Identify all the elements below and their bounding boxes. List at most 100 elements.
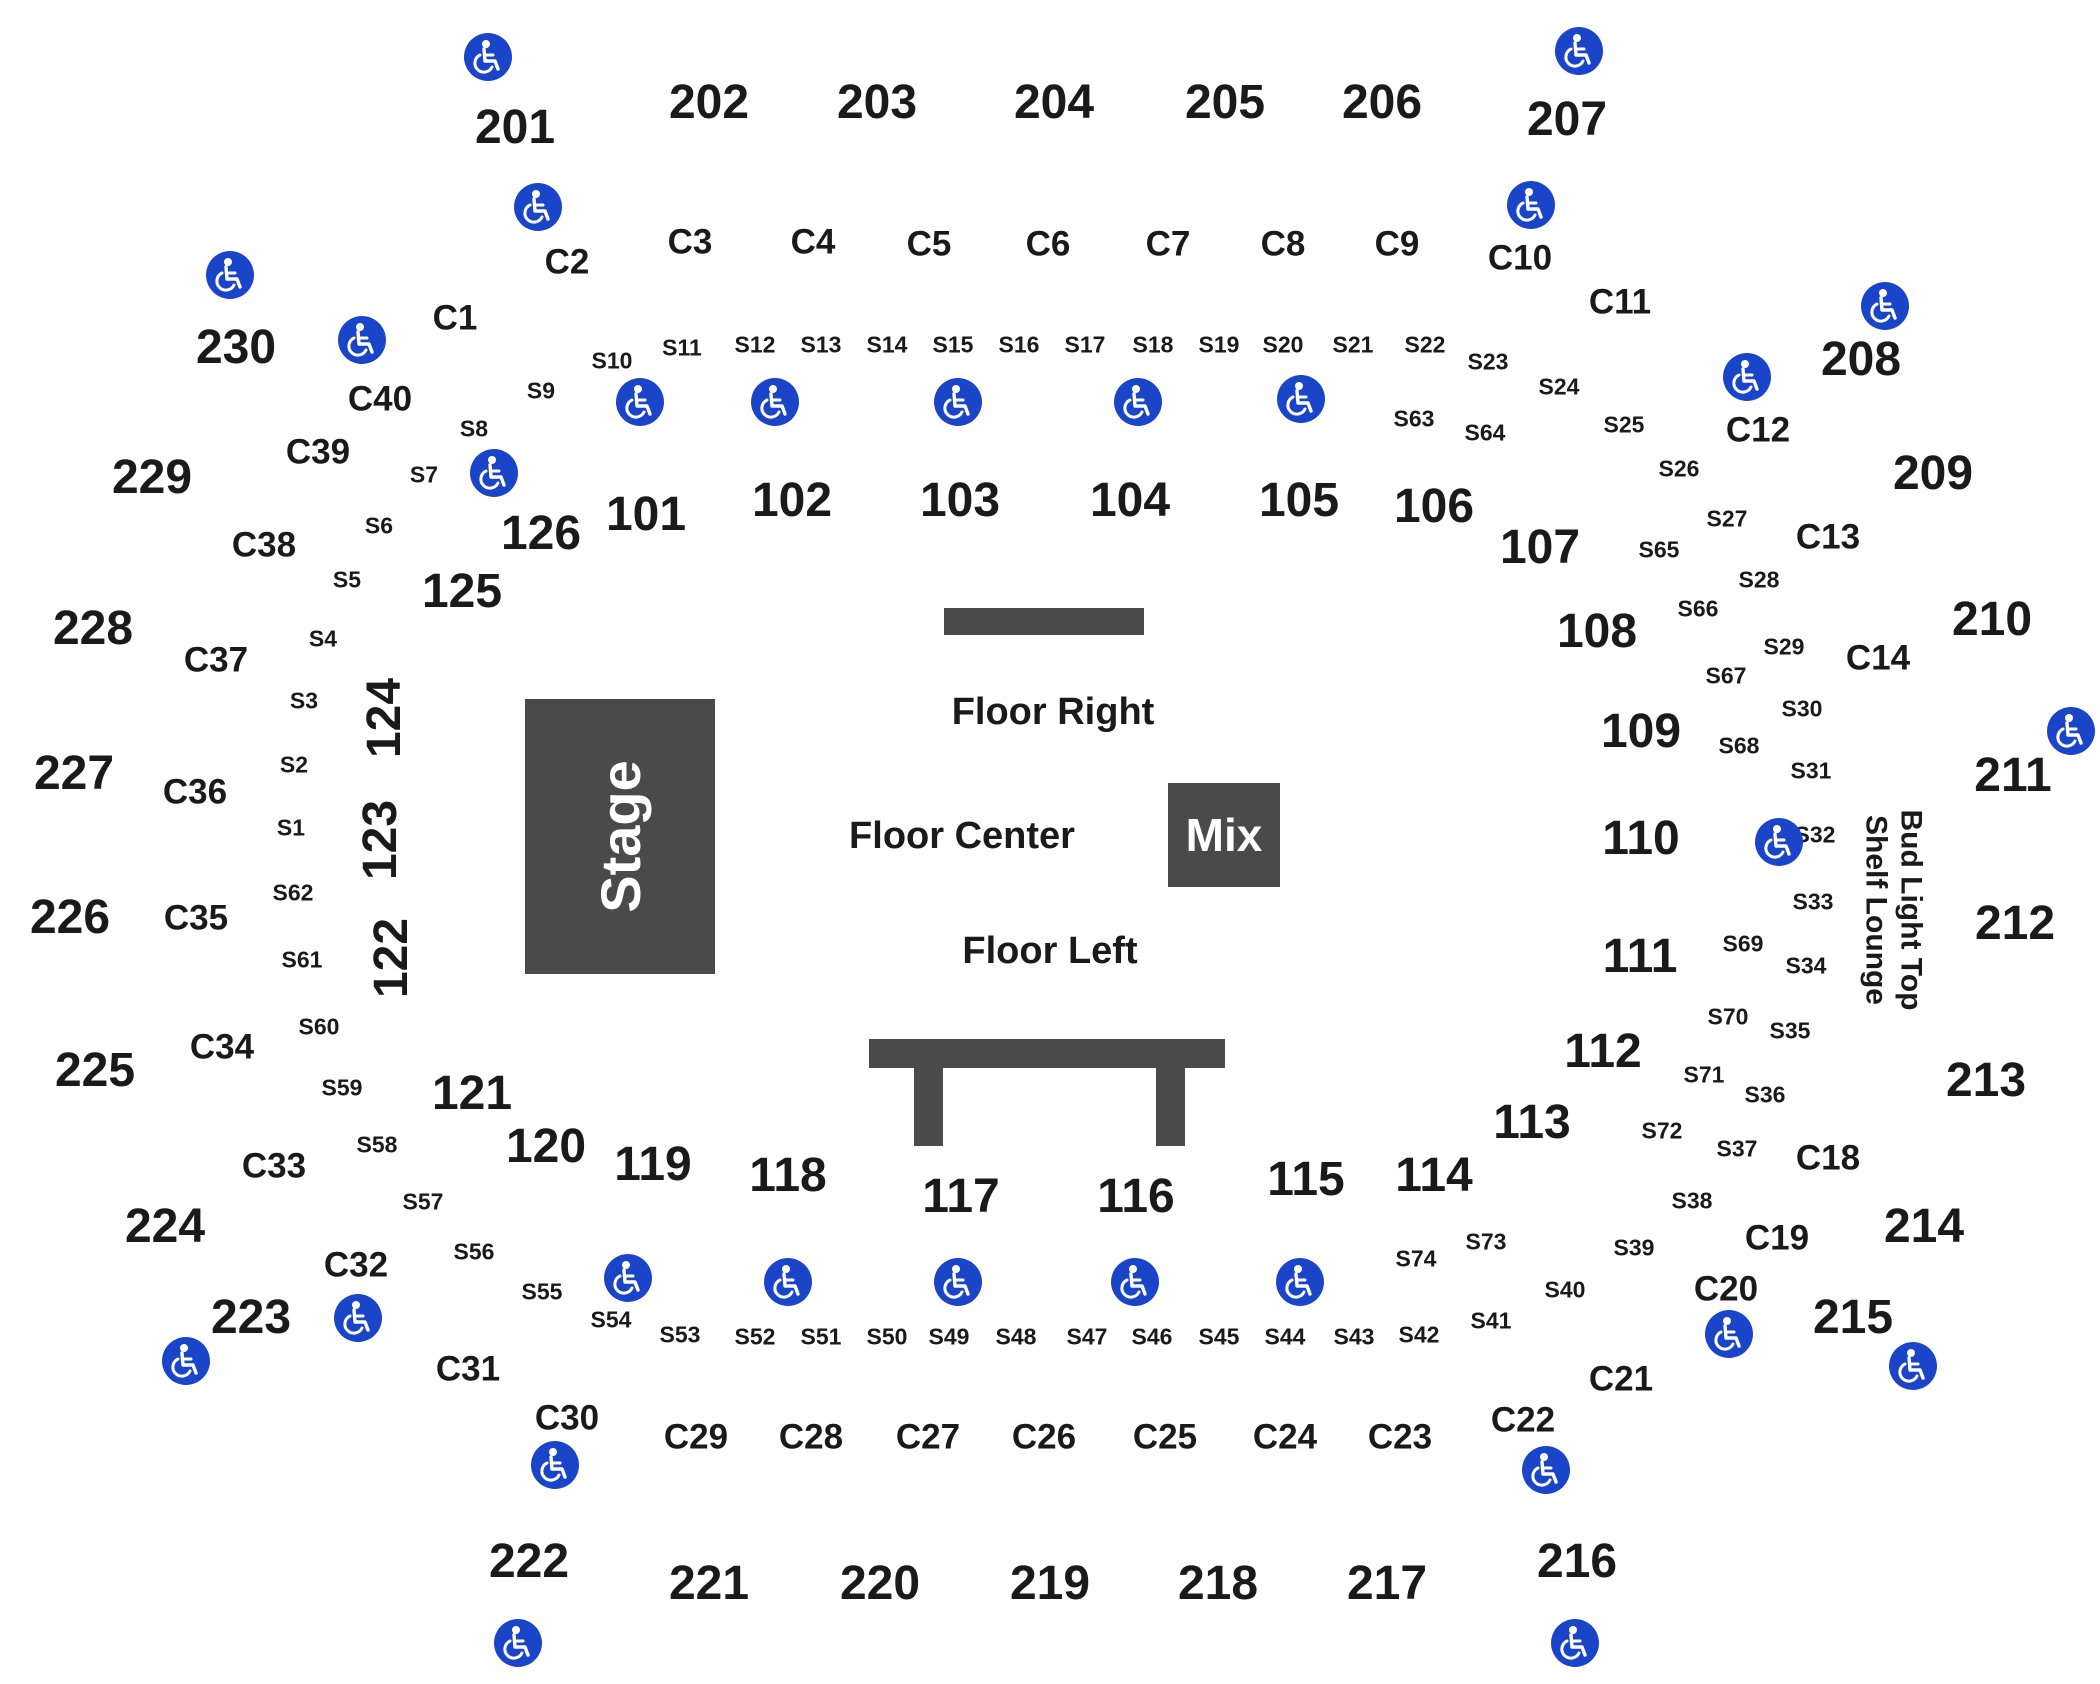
floor-left-label[interactable]: Floor Left bbox=[962, 930, 1138, 972]
suite-s40[interactable]: S40 bbox=[1544, 1276, 1586, 1303]
section-124[interactable]: 124 bbox=[358, 677, 411, 759]
suite-s25[interactable]: S25 bbox=[1603, 411, 1645, 438]
suite-s59[interactable]: S59 bbox=[321, 1074, 363, 1101]
section-115[interactable]: 115 bbox=[1267, 1153, 1345, 1206]
club-section-c21[interactable]: C21 bbox=[1588, 1359, 1654, 1399]
suite-s21[interactable]: S21 bbox=[1332, 331, 1374, 358]
suite-s74[interactable]: S74 bbox=[1395, 1245, 1437, 1272]
club-section-c34[interactable]: C34 bbox=[189, 1027, 255, 1067]
section-109[interactable]: 109 bbox=[1600, 705, 1682, 758]
club-section-c18[interactable]: C18 bbox=[1795, 1138, 1861, 1178]
floor-center-label[interactable]: Floor Center bbox=[849, 815, 1075, 857]
club-section-c25[interactable]: C25 bbox=[1132, 1417, 1198, 1457]
section-103[interactable]: 103 bbox=[919, 474, 1001, 527]
suite-s71[interactable]: S71 bbox=[1683, 1061, 1725, 1088]
club-section-c22[interactable]: C22 bbox=[1490, 1400, 1556, 1440]
suite-s58[interactable]: S58 bbox=[356, 1131, 398, 1158]
club-section-c39[interactable]: C39 bbox=[285, 432, 351, 472]
section-123[interactable]: 123 bbox=[354, 799, 407, 881]
section-111[interactable]: 111 bbox=[1602, 930, 1678, 983]
suite-s60[interactable]: S60 bbox=[298, 1013, 340, 1040]
suite-s55[interactable]: S55 bbox=[521, 1278, 563, 1305]
stage[interactable]: Stage bbox=[525, 699, 715, 974]
section-114[interactable]: 114 bbox=[1395, 1149, 1473, 1202]
suite-s46[interactable]: S46 bbox=[1131, 1323, 1173, 1350]
suite-s24[interactable]: S24 bbox=[1538, 373, 1580, 400]
club-section-c11[interactable]: C11 bbox=[1588, 282, 1652, 322]
suite-s57[interactable]: S57 bbox=[402, 1188, 444, 1215]
club-section-c7[interactable]: C7 bbox=[1145, 224, 1191, 264]
club-section-c20[interactable]: C20 bbox=[1693, 1269, 1759, 1309]
section-107[interactable]: 107 bbox=[1499, 521, 1581, 574]
suite-s50[interactable]: S50 bbox=[866, 1323, 908, 1350]
section-106[interactable]: 106 bbox=[1393, 480, 1475, 533]
club-section-c10[interactable]: C10 bbox=[1487, 238, 1553, 278]
section-209[interactable]: 209 bbox=[1892, 447, 1974, 500]
section-210[interactable]: 210 bbox=[1951, 593, 2033, 646]
suite-s53[interactable]: S53 bbox=[659, 1321, 701, 1348]
suite-s6[interactable]: S6 bbox=[364, 512, 394, 539]
club-section-c5[interactable]: C5 bbox=[906, 224, 952, 264]
suite-s54[interactable]: S54 bbox=[590, 1306, 632, 1333]
suite-s67[interactable]: S67 bbox=[1705, 662, 1747, 689]
suite-s1[interactable]: S1 bbox=[276, 814, 306, 841]
club-section-c9[interactable]: C9 bbox=[1374, 224, 1420, 264]
club-section-c32[interactable]: C32 bbox=[323, 1245, 389, 1285]
suite-s64[interactable]: S64 bbox=[1464, 419, 1506, 446]
section-222[interactable]: 222 bbox=[488, 1535, 570, 1588]
suite-s65[interactable]: S65 bbox=[1638, 536, 1680, 563]
suite-s17[interactable]: S17 bbox=[1064, 331, 1106, 358]
section-220[interactable]: 220 bbox=[839, 1557, 921, 1610]
suite-s31[interactable]: S31 bbox=[1790, 757, 1832, 784]
suite-s22[interactable]: S22 bbox=[1404, 331, 1446, 358]
section-102[interactable]: 102 bbox=[751, 474, 833, 527]
section-208[interactable]: 208 bbox=[1820, 333, 1902, 386]
club-section-c31[interactable]: C31 bbox=[435, 1349, 501, 1389]
suite-s39[interactable]: S39 bbox=[1613, 1234, 1655, 1261]
section-203[interactable]: 203 bbox=[836, 76, 918, 129]
suite-s10[interactable]: S10 bbox=[591, 347, 633, 374]
club-section-c19[interactable]: C19 bbox=[1744, 1218, 1810, 1258]
suite-s45[interactable]: S45 bbox=[1198, 1323, 1240, 1350]
suite-s34[interactable]: S34 bbox=[1785, 952, 1827, 979]
suite-s19[interactable]: S19 bbox=[1198, 331, 1240, 358]
section-221[interactable]: 221 bbox=[668, 1557, 750, 1610]
suite-s73[interactable]: S73 bbox=[1465, 1228, 1507, 1255]
section-204[interactable]: 204 bbox=[1013, 76, 1095, 129]
section-110[interactable]: 110 bbox=[1602, 812, 1680, 865]
suite-s47[interactable]: S47 bbox=[1066, 1323, 1108, 1350]
suite-s5[interactable]: S5 bbox=[332, 566, 362, 593]
section-116[interactable]: 116 bbox=[1097, 1170, 1175, 1223]
suite-s8[interactable]: S8 bbox=[459, 415, 489, 442]
suite-s56[interactable]: S56 bbox=[453, 1238, 495, 1265]
suite-s30[interactable]: S30 bbox=[1781, 695, 1823, 722]
club-section-c23[interactable]: C23 bbox=[1367, 1417, 1433, 1457]
section-214[interactable]: 214 bbox=[1883, 1200, 1965, 1253]
suite-s42[interactable]: S42 bbox=[1398, 1321, 1440, 1348]
club-section-c12[interactable]: C12 bbox=[1725, 410, 1791, 450]
suite-s44[interactable]: S44 bbox=[1264, 1323, 1306, 1350]
section-229[interactable]: 229 bbox=[111, 451, 193, 504]
section-207[interactable]: 207 bbox=[1526, 93, 1608, 146]
section-120[interactable]: 120 bbox=[505, 1120, 587, 1173]
section-126[interactable]: 126 bbox=[500, 507, 582, 560]
club-section-c40[interactable]: C40 bbox=[347, 379, 413, 419]
club-section-c36[interactable]: C36 bbox=[162, 772, 228, 812]
suite-s72[interactable]: S72 bbox=[1641, 1117, 1683, 1144]
section-117[interactable]: 117 bbox=[922, 1170, 1000, 1223]
suite-s9[interactable]: S9 bbox=[526, 377, 556, 404]
mix-position[interactable]: Mix bbox=[1168, 783, 1280, 887]
suite-s27[interactable]: S27 bbox=[1706, 505, 1748, 532]
suite-s51[interactable]: S51 bbox=[800, 1323, 842, 1350]
section-226[interactable]: 226 bbox=[29, 891, 111, 944]
club-section-c1[interactable]: C1 bbox=[432, 298, 478, 338]
club-section-c35[interactable]: C35 bbox=[163, 898, 229, 938]
club-section-c29[interactable]: C29 bbox=[663, 1417, 729, 1457]
section-104[interactable]: 104 bbox=[1089, 474, 1171, 527]
suite-s49[interactable]: S49 bbox=[928, 1323, 970, 1350]
suite-s48[interactable]: S48 bbox=[995, 1323, 1037, 1350]
club-section-c14[interactable]: C14 bbox=[1845, 638, 1911, 678]
section-215[interactable]: 215 bbox=[1812, 1291, 1894, 1344]
section-118[interactable]: 118 bbox=[749, 1149, 827, 1202]
lounge-label[interactable]: Bud Light Top Shelf Lounge bbox=[1859, 809, 1928, 1010]
